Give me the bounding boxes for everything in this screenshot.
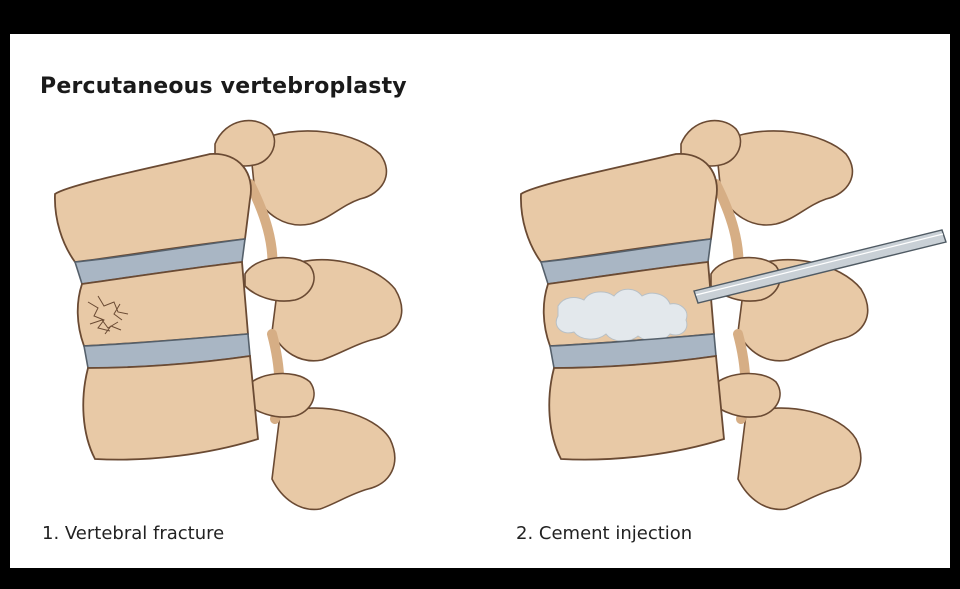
spinous-process-bottom — [272, 408, 395, 509]
vertebral-fracture-illustration — [10, 34, 480, 568]
diagram-canvas: Percutaneous vertebroplasty — [10, 34, 950, 568]
vertebral-body-lower — [83, 356, 258, 460]
spinous-process-bottom — [738, 408, 861, 509]
facet-joint-middle — [245, 258, 314, 301]
caption-cement-injection: 2. Cement injection — [516, 523, 692, 544]
vertebral-column — [55, 154, 258, 460]
vertebral-body-lower — [549, 356, 724, 460]
cement-injection-illustration — [476, 34, 950, 568]
caption-vertebral-fracture: 1. Vertebral fracture — [42, 523, 224, 544]
vertebral-column — [521, 154, 724, 460]
